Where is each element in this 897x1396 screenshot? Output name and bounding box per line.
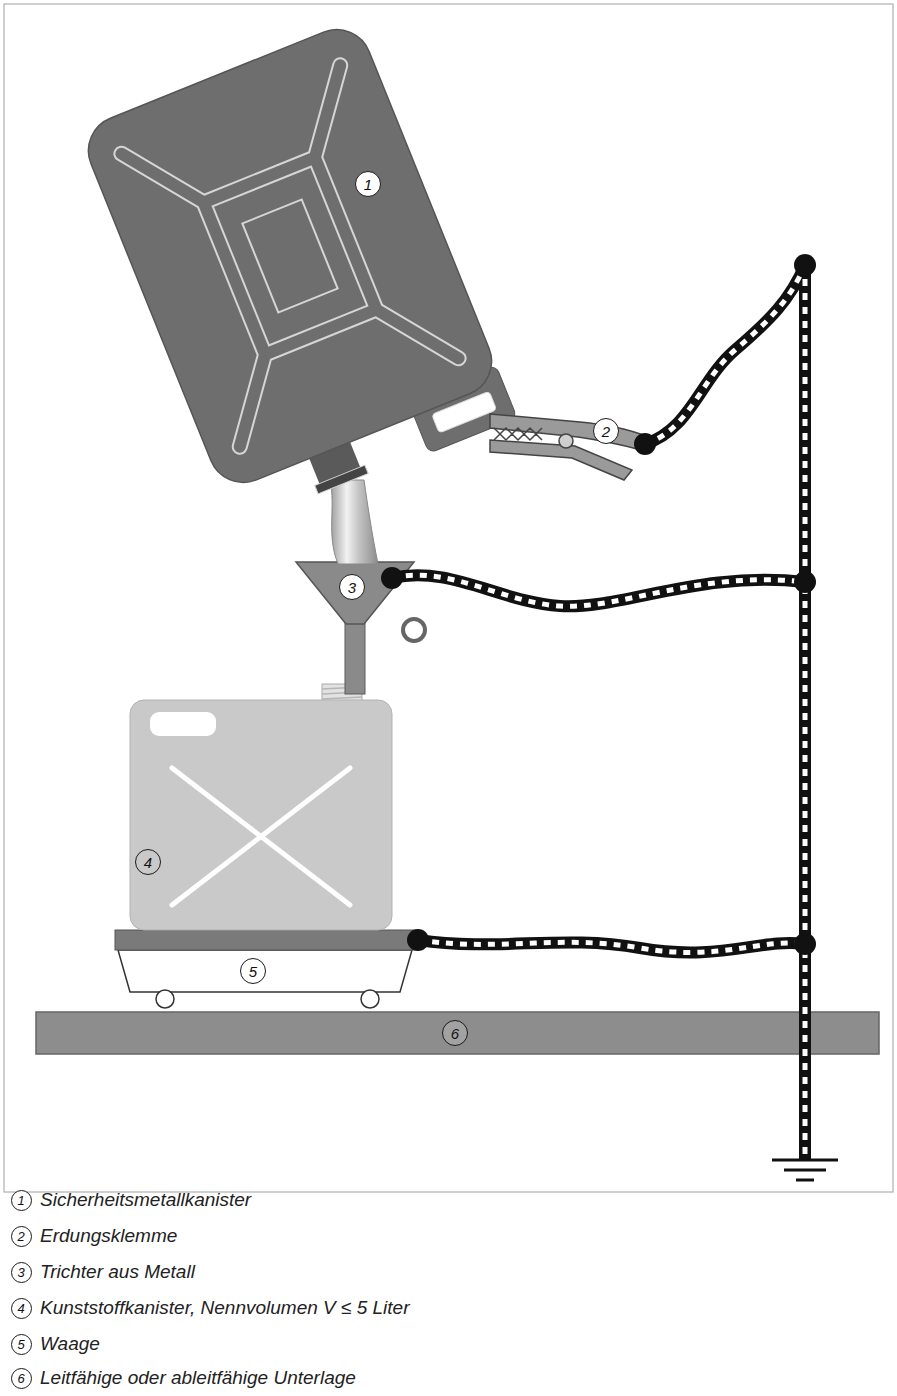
callout-number: 5	[11, 1334, 32, 1355]
plastic-canister	[130, 684, 392, 930]
canister-emboss	[242, 200, 337, 313]
callout-number: 1	[355, 171, 381, 197]
canister-emboss	[121, 65, 458, 446]
callout-text: 2	[602, 424, 610, 439]
callout-text: 4	[17, 1302, 24, 1315]
key-text: Leitfähige oder ableitfähige Unterlage	[40, 1368, 356, 1389]
canister-emboss	[121, 65, 458, 446]
spout-ring	[315, 465, 368, 494]
spout-hose	[330, 480, 378, 564]
callout-text: 3	[17, 1266, 24, 1279]
callout-number: 4	[11, 1298, 32, 1319]
callout-text: 1	[17, 1194, 24, 1207]
clamp-teeth	[494, 434, 542, 440]
key-text: Kunststoffkanister, Nennvolumen V ≤ 5 Li…	[40, 1298, 410, 1319]
callout-text: 6	[17, 1372, 24, 1385]
scale-wheel	[361, 990, 379, 1008]
conductive-base	[36, 1012, 879, 1054]
scale	[115, 930, 417, 1008]
callout-number: 1	[11, 1190, 32, 1211]
wire-core	[392, 265, 805, 1160]
grounding-clamp	[490, 414, 646, 480]
callout-number: 2	[593, 418, 619, 444]
callout-number: 3	[11, 1262, 32, 1283]
callout-number: 4	[135, 849, 161, 875]
callout-number: 2	[11, 1226, 32, 1247]
wire-stripes	[392, 265, 805, 1160]
funnel-ring	[403, 619, 425, 641]
callout-number: 5	[240, 958, 266, 984]
ground-symbol	[772, 1160, 838, 1180]
callout-text: 3	[348, 580, 356, 595]
key-text: Trichter aus Metall	[40, 1262, 195, 1283]
callout-number: 6	[442, 1020, 468, 1046]
key-text: Waage	[40, 1334, 100, 1355]
wire-terminals	[381, 254, 816, 955]
key-text: Sicherheitsmetallkanister	[40, 1190, 251, 1211]
canister-handle	[150, 712, 216, 736]
scale-wheel	[156, 990, 174, 1008]
metal-canister	[78, 19, 517, 530]
callout-text: 2	[17, 1230, 24, 1243]
scale-body	[118, 950, 412, 992]
canister-body	[78, 19, 502, 493]
ground-wires	[392, 265, 805, 1160]
callout-text: 5	[17, 1338, 24, 1351]
callout-text: 1	[364, 177, 372, 192]
callout-number: 6	[11, 1368, 32, 1389]
clamp-pivot	[559, 434, 573, 448]
funnel-stem	[345, 618, 365, 694]
callout-number: 3	[339, 574, 365, 600]
clamp-teeth	[494, 428, 542, 434]
canister-body	[130, 700, 392, 930]
scale-plate	[115, 930, 417, 950]
figure-frame	[4, 4, 893, 1192]
canister-emboss	[172, 768, 350, 905]
callout-text: 5	[249, 964, 257, 979]
callout-text: 6	[451, 1026, 459, 1041]
callout-text: 4	[144, 855, 152, 870]
funnel-cone	[296, 562, 414, 624]
key-text: Erdungsklemme	[40, 1226, 177, 1247]
